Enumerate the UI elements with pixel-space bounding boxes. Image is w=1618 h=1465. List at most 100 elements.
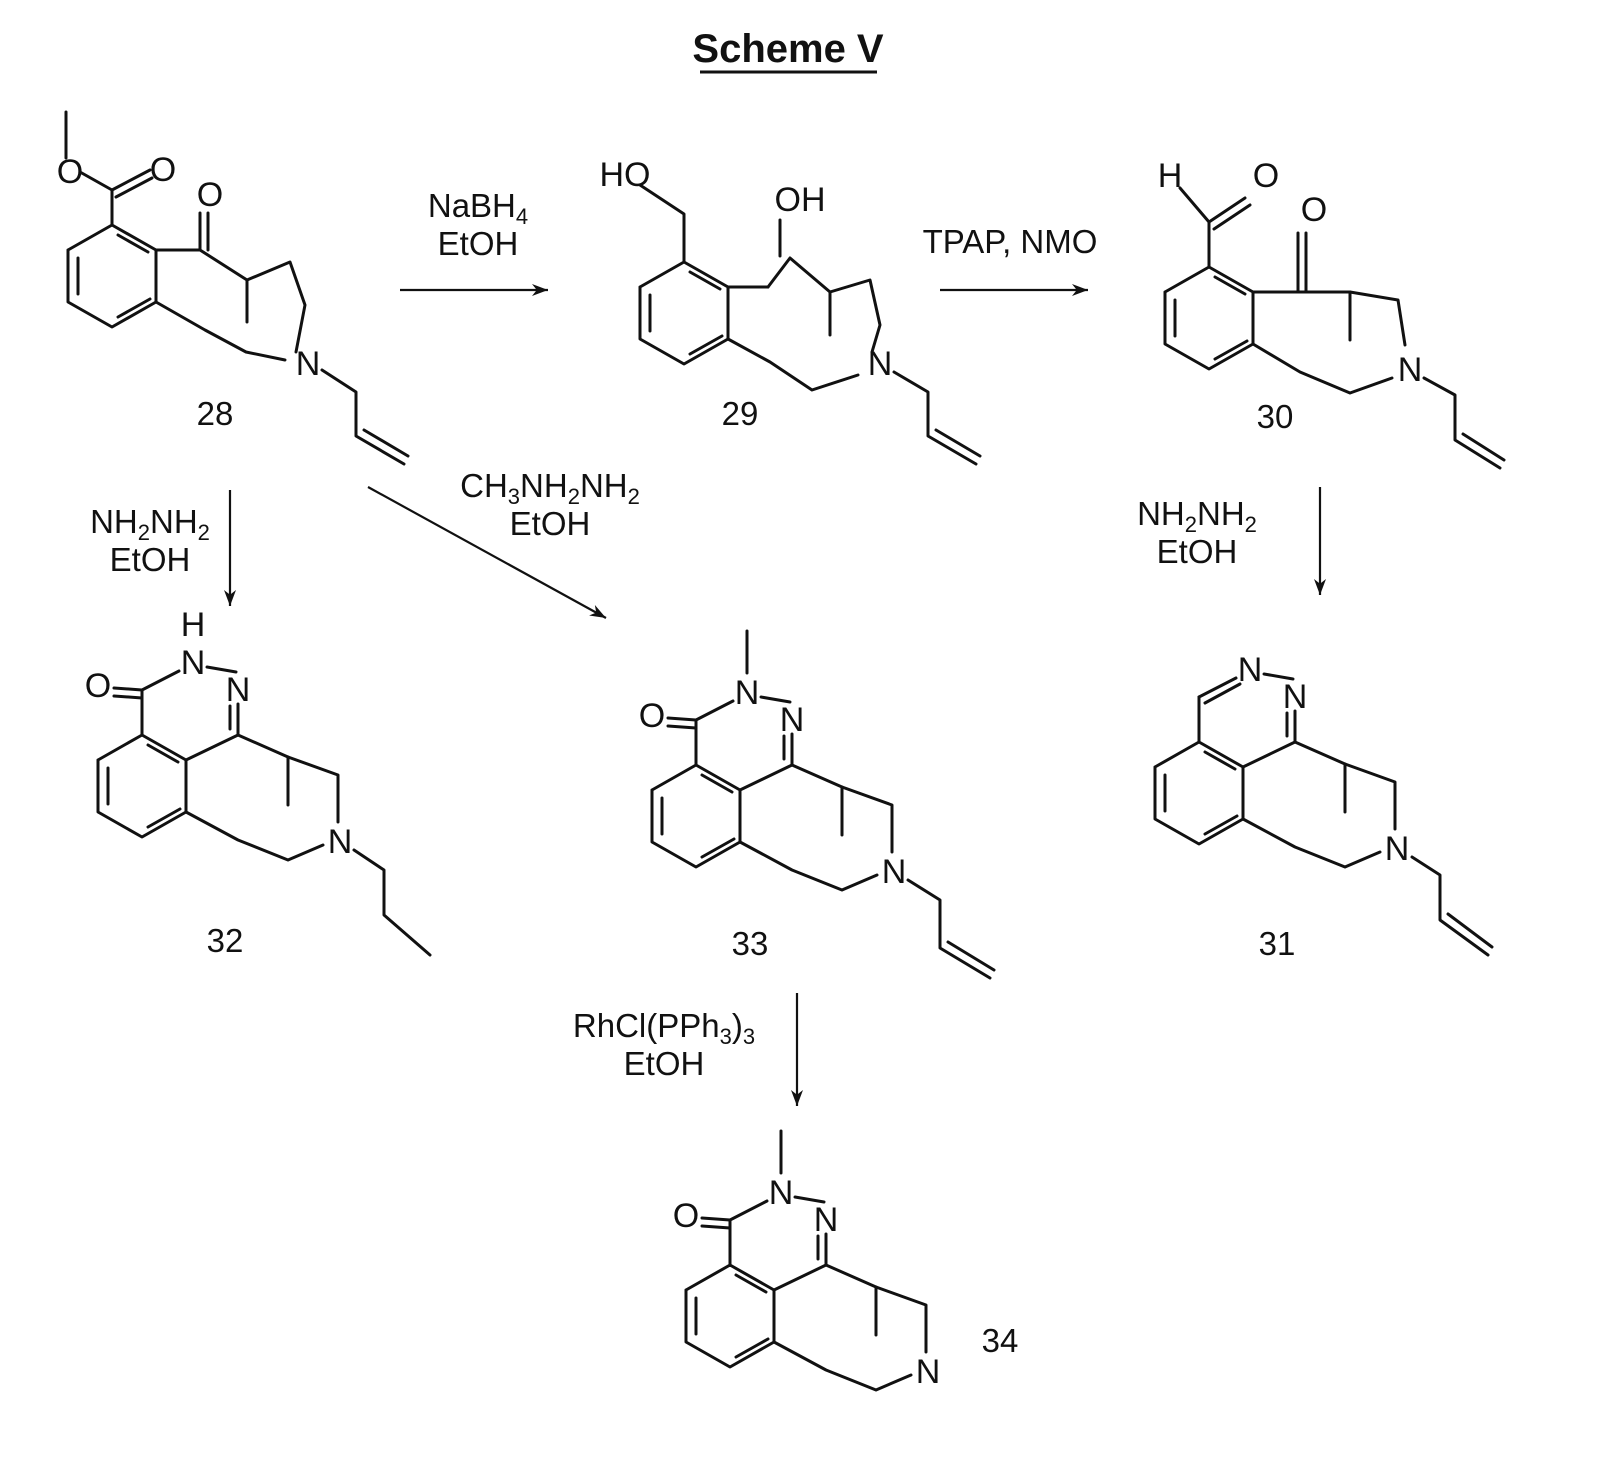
- bond: [1214, 205, 1250, 229]
- bond: [1209, 198, 1245, 222]
- nitrogen-atom-label: N: [181, 644, 206, 682]
- hydrogen-atom-label: H: [181, 606, 206, 644]
- bond: [186, 735, 238, 760]
- bond: [114, 696, 142, 698]
- nitrogen-atom-label: N: [1283, 678, 1308, 716]
- reagent-line: NaBH4: [428, 187, 528, 229]
- nitrogen-atom-label: N: [916, 1353, 941, 1391]
- compound-number: 34: [982, 1322, 1019, 1359]
- nitrogen-atom-label: N: [226, 671, 251, 709]
- bond: [668, 726, 696, 728]
- arrow-28-to-33-head: [589, 605, 606, 618]
- bond: [702, 1226, 730, 1228]
- nitrogen-atom-label: N: [868, 345, 893, 383]
- nitrogen-atom-label: N: [780, 701, 805, 739]
- compound-number: 28: [197, 395, 234, 432]
- compound-30: HOON30: [1158, 157, 1504, 468]
- reagent-text: ): [732, 1007, 743, 1044]
- compound-number: 31: [1259, 925, 1296, 962]
- reagent-line: EtOH: [624, 1045, 705, 1082]
- propyl-chain: [354, 850, 430, 955]
- allyl-chain: [1412, 857, 1488, 955]
- bond: [116, 178, 152, 197]
- bond: [1243, 742, 1295, 767]
- allyl-chain: [322, 370, 404, 464]
- reagent-line: CH3NH2NH2: [460, 467, 640, 509]
- reagent-text: EtOH: [624, 1045, 705, 1082]
- reagents-33-to-34: RhCl(PPh3)3EtOH: [573, 1007, 755, 1082]
- oxygen-atom-label: O: [197, 176, 223, 214]
- compound-33: ONNN33: [639, 631, 994, 978]
- aromatic-ring: [1155, 742, 1243, 844]
- reagent-text: CH: [460, 467, 508, 504]
- nitrogen-atom-label: N: [328, 823, 353, 861]
- bond: [112, 170, 150, 190]
- reagents-29-to-30: TPAP, NMO: [923, 223, 1098, 260]
- bridge-bond: [768, 258, 880, 352]
- nitrogen-atom-label: N: [814, 1201, 839, 1239]
- reagents-28-to-33: CH3NH2NH2EtOH: [460, 467, 640, 542]
- aromatic-ring: [686, 1265, 774, 1367]
- nitrogen-atom-label: N: [1385, 830, 1410, 868]
- oxygen-atom-label: O: [150, 151, 176, 189]
- compound-number: 32: [207, 922, 244, 959]
- aromatic-ring: [98, 735, 186, 837]
- bond: [774, 1265, 826, 1290]
- reagent-text: NaBH: [428, 187, 516, 224]
- nitrogen-atom-label: N: [1238, 651, 1263, 689]
- oxygen-atom-label: O: [1301, 191, 1327, 229]
- compound-32: ONNHN32: [85, 606, 430, 959]
- reagent-text: NH: [1137, 495, 1185, 532]
- reagent-line: RhCl(PPh3)3: [573, 1007, 755, 1049]
- bridge-bond: [774, 1342, 911, 1390]
- allyl-chain: [908, 880, 990, 978]
- reagent-line: EtOH: [510, 505, 591, 542]
- reagent-subscript: 3: [720, 1024, 732, 1049]
- bond: [740, 765, 792, 790]
- bridge-bond: [1253, 344, 1392, 393]
- reagents-28-to-32: NH2NH2EtOH: [90, 503, 210, 578]
- nitrogen-atom-label: N: [735, 674, 760, 712]
- bridge-bond: [740, 842, 877, 890]
- nitrogen-atom-label: N: [769, 1174, 794, 1212]
- reagent-line: EtOH: [1157, 533, 1238, 570]
- scheme-title: Scheme V: [692, 27, 884, 72]
- oxygen-atom-label: O: [85, 667, 111, 705]
- bond: [1205, 684, 1240, 703]
- nitrogen-atom-label: N: [1398, 351, 1423, 389]
- compound-31: NNN31: [1155, 651, 1492, 962]
- reagent-line: EtOH: [110, 541, 191, 578]
- compound-29: HOOHN29: [600, 156, 981, 464]
- aromatic-ring: [1165, 267, 1253, 369]
- reagent-text: NH: [580, 467, 628, 504]
- reagent-text: NH: [90, 503, 138, 540]
- reagent-text: TPAP, NMO: [923, 223, 1098, 260]
- reagent-subscript: 2: [1245, 512, 1257, 537]
- hydrogen-atom-label: H: [1158, 157, 1183, 195]
- compound-34: ONNN34: [673, 1131, 1019, 1391]
- oxygen-atom-label: O: [639, 697, 665, 735]
- reagent-text: NH: [150, 503, 198, 540]
- reagents-28-to-29: NaBH4EtOH: [428, 187, 528, 262]
- bond: [702, 1218, 730, 1220]
- bond: [142, 671, 179, 690]
- bridge-bond: [1243, 819, 1380, 867]
- aromatic-ring: [68, 225, 156, 327]
- reagent-line: NH2NH2: [1137, 495, 1257, 537]
- bond: [640, 185, 684, 262]
- hydroxyl-label: OH: [775, 181, 826, 219]
- bridge-bond: [186, 812, 323, 860]
- reagent-subscript: 3: [743, 1024, 755, 1049]
- reagents-layer: NaBH4EtOHTPAP, NMONH2NH2EtOHCH3NH2NH2EtO…: [90, 187, 1257, 1082]
- reagent-text: NH: [1197, 495, 1245, 532]
- reagent-line: TPAP, NMO: [923, 223, 1098, 260]
- compound-number: 33: [732, 925, 769, 962]
- reagent-text: RhCl(PPh: [573, 1007, 720, 1044]
- allyl-chain: [1424, 378, 1500, 468]
- nitrogen-atom-label: N: [882, 853, 907, 891]
- bridge-bond: [156, 302, 285, 360]
- oxygen-atom-label: O: [57, 153, 83, 191]
- aromatic-ring: [640, 262, 728, 364]
- reagent-text: NH: [520, 467, 568, 504]
